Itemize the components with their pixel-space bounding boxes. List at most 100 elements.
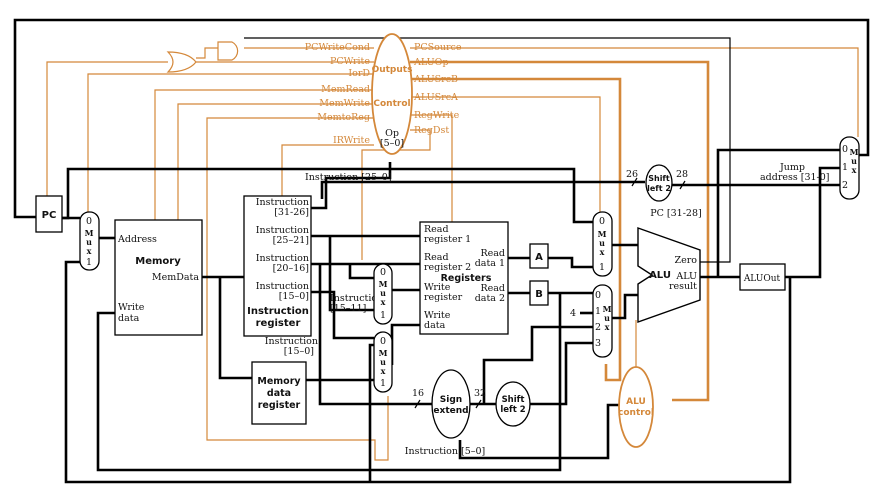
- label-registers-wdb: data: [424, 320, 446, 331]
- label-instruction_register-f1b: [31-26]: [274, 207, 309, 218]
- signal-pcwritecond: PCWriteCond: [305, 42, 370, 53]
- and-gate: [217, 41, 239, 61]
- label-registers-wra: Write: [424, 282, 451, 293]
- label-mux-in0: 0: [599, 216, 605, 227]
- memory-data-register: Memory data register: [251, 361, 307, 425]
- signal-pcwrite: PCWrite: [330, 56, 370, 67]
- label-instr-15-0-a: Instruction: [265, 336, 318, 347]
- alu-out-register: ALUOut: [739, 263, 786, 291]
- mux-alusrcb: 0 1 2 3 M u x: [592, 284, 613, 358]
- label-mux-x: x: [600, 247, 605, 257]
- label-alu_control-l2: control: [618, 408, 654, 418]
- label-mux-in1: 1: [86, 257, 92, 268]
- label-mdr-l3: register: [258, 400, 301, 411]
- signal-aluop: ALUOp: [413, 57, 449, 68]
- label-widths-w28: 28: [676, 169, 688, 180]
- shift-left-2-lower: Shift left 2: [495, 381, 531, 427]
- label-mux-m: M: [850, 147, 859, 157]
- mux-iord: 0 M u x 1: [79, 211, 100, 271]
- memory-title: Memory: [135, 256, 181, 267]
- label-sign_extend-l2: extend: [433, 406, 468, 416]
- register-a: A: [529, 243, 549, 269]
- control-unit: Outputs Control Op [5–0]: [371, 33, 413, 155]
- label-registers-wda: Write: [424, 310, 451, 321]
- label-mux-in3: 3: [595, 338, 601, 349]
- label-alu-result_1: ALU: [675, 271, 697, 282]
- label-reg_b: B: [535, 289, 543, 300]
- control-title: Control: [373, 99, 410, 109]
- label-widths-w4: 4: [570, 308, 576, 319]
- label-mux-x: x: [381, 297, 386, 307]
- label-mux-in2: 2: [842, 180, 848, 191]
- memory-unit: Address Memory MemData Write data: [114, 219, 203, 336]
- label-mux-in0: 0: [380, 267, 386, 278]
- label-registers-title: Registers: [441, 273, 492, 284]
- label-shift_left_2-l1: Shift: [648, 174, 670, 183]
- label-instruction_register-f1a: Instruction: [256, 197, 309, 208]
- ir-title-2: register: [256, 318, 301, 329]
- label-registers-rr2a: Read: [424, 252, 449, 263]
- label-reg_a: A: [535, 252, 543, 263]
- register-b: B: [529, 280, 549, 306]
- memory-data-label: data: [118, 313, 140, 324]
- shift-left-2-upper: Shift left 2: [645, 164, 673, 202]
- label-registers-rd2a: Read: [480, 283, 505, 294]
- label-mux-in0: 0: [380, 336, 386, 347]
- label-mux-in0: 0: [595, 290, 601, 301]
- label-instruction_register-f3a: Instruction: [256, 253, 309, 264]
- label-registers-wrb: register: [424, 292, 463, 303]
- label-registers-rr1b: register 1: [424, 234, 471, 245]
- label-instr-25-0: Instruction [25–0]: [305, 172, 392, 183]
- label-registers-rd1a: Read: [480, 248, 505, 259]
- signal-iord: IorD: [348, 68, 370, 79]
- label-registers-rr1a: Read: [424, 224, 449, 235]
- label-mux-m: M: [598, 229, 607, 239]
- signal-irwrite: IRWrite: [333, 135, 370, 146]
- label-alu-title: ALU: [649, 270, 671, 281]
- control-wires: [46, 47, 859, 461]
- label-mux-in0: 0: [842, 144, 848, 155]
- mux-alusrca: 0 M u x 1: [592, 211, 613, 277]
- label-mux-u: u: [380, 357, 386, 367]
- signal-alusrca: ALUSrcA: [413, 92, 458, 103]
- label-shift_left_2-l2: left 2: [647, 184, 671, 193]
- label-alu-zero: Zero: [675, 255, 698, 266]
- register-file: Read register 1 Read register 2 Register…: [419, 221, 509, 335]
- pc-label: PC: [42, 210, 57, 221]
- bus-width-labels: 26 28 16 32 4: [412, 169, 688, 409]
- alu: ALU Zero ALU result: [637, 227, 701, 323]
- label-instr-5-0: Instruction [5–0]: [405, 446, 486, 457]
- sign-extend: Sign extend: [431, 369, 471, 439]
- control-outputs-label: Outputs: [372, 65, 413, 75]
- control-op-bits: [5–0]: [380, 138, 404, 149]
- label-mux-u: u: [86, 237, 92, 247]
- label-mux-u: u: [599, 238, 605, 248]
- label-alu-result_2: result: [669, 281, 697, 292]
- control-op-label: Op: [385, 128, 399, 139]
- datapath-wires: [13, 18, 870, 484]
- label-jump-2: address [31-0]: [760, 172, 830, 183]
- signal-memtoreg: MemtoReg: [317, 112, 370, 123]
- label-mux-m: M: [85, 228, 94, 238]
- label-mux-in1: 1: [595, 306, 601, 317]
- signal-memwrite: MemWrite: [319, 98, 370, 109]
- label-instruction_register-f3b: [20–16]: [273, 263, 309, 274]
- alu-control: ALU control: [618, 366, 654, 448]
- label-mux-m: M: [379, 348, 388, 358]
- label-widths-w16: 16: [412, 388, 424, 399]
- label-registers-rd2b: data 2: [475, 293, 505, 304]
- signal-pcsource: PCSource: [414, 42, 462, 53]
- label-pc-31-28: PC [31-28]: [650, 208, 701, 219]
- label-shift_left_2-l1: Shift: [502, 395, 525, 405]
- control-signal-labels-left: PCWriteCond PCWrite IorD MemRead MemWrit…: [305, 42, 371, 146]
- ir-title: Instruction: [247, 306, 309, 317]
- label-mux-x: x: [605, 322, 610, 332]
- memory-memdata-label: MemData: [152, 272, 199, 283]
- label-jump-1: Jump: [779, 162, 805, 173]
- label-mdr-l2: data: [267, 388, 291, 399]
- label-registers-rd1b: data 1: [475, 258, 505, 269]
- label-instruction_register-f2a: Instruction: [256, 225, 309, 236]
- memory-write-label: Write: [118, 302, 145, 313]
- label-mux-u: u: [380, 288, 386, 298]
